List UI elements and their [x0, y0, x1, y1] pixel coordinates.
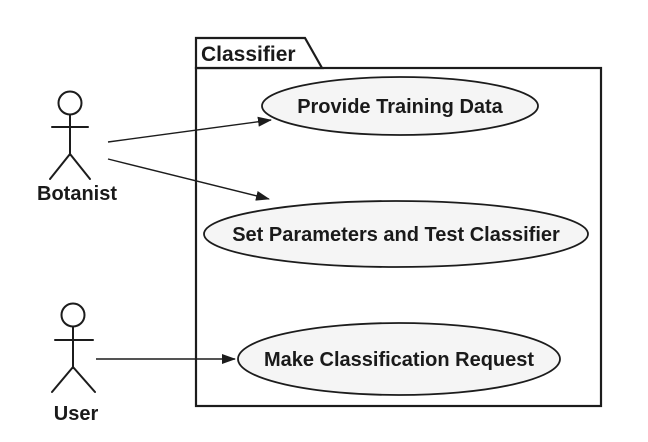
use-case-ellipse	[203, 200, 589, 268]
use-case-ellipse	[237, 322, 561, 396]
actor-head-icon	[60, 302, 86, 328]
use-case-provide-training-data: Provide Training Data	[261, 76, 539, 136]
actor-label: Botanist	[37, 183, 117, 205]
association-botanist-provide-training-data	[107, 116, 272, 143]
use-case-label: Provide Training Data	[297, 96, 503, 118]
associations	[96, 116, 272, 364]
use-case-make-classification-request: Make Classification Request	[237, 322, 561, 396]
use-case-label: Make Classification Request	[264, 349, 534, 371]
actor-botanist: Botanist	[37, 90, 117, 205]
system-boundary-tab	[194, 36, 324, 70]
system-title: Classifier	[201, 43, 296, 66]
use-case-ellipse	[261, 76, 539, 136]
actor-legs-icon	[51, 365, 96, 393]
actor-user: User	[51, 302, 99, 425]
actor-label: User	[54, 403, 99, 425]
use-case-label: Set Parameters and Test Classifier	[232, 224, 560, 246]
use-case-set-parameters-and-test-classifier: Set Parameters and Test Classifier	[203, 200, 589, 268]
association-botanist-set-parameters	[107, 158, 270, 201]
actor-head-icon	[57, 90, 83, 116]
actor-legs-icon	[49, 152, 91, 180]
